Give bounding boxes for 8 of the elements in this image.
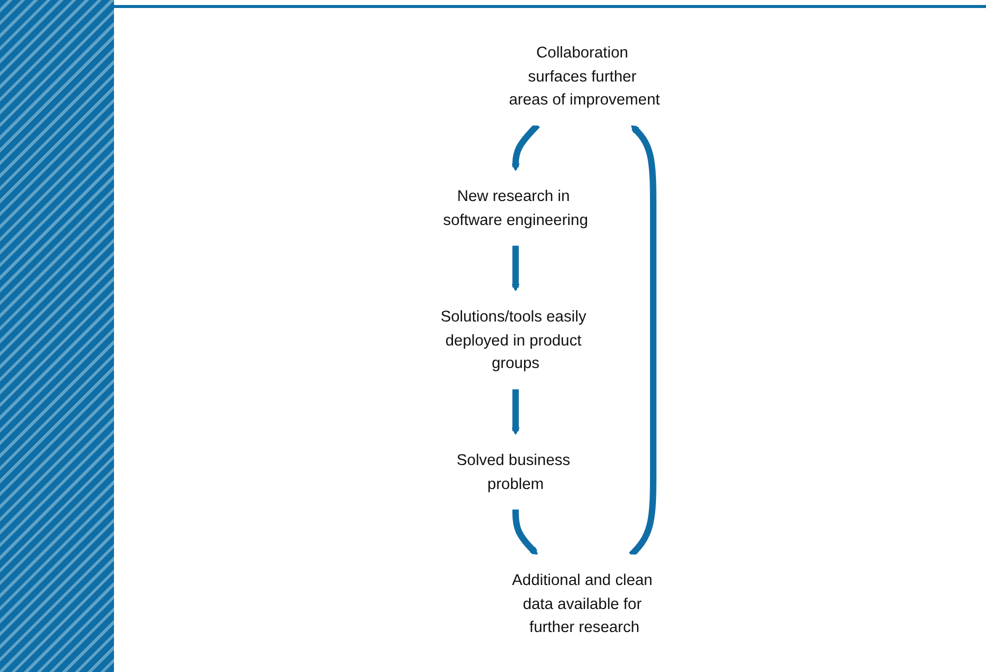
arrow bbox=[512, 509, 538, 556]
node-text: New research in software engineering bbox=[443, 187, 588, 228]
arrow bbox=[512, 245, 520, 292]
node-text: Additional and clean data available for further research bbox=[512, 571, 652, 636]
node-text: Collaboration surfaces further areas of improvement bbox=[508, 44, 660, 108]
node-text: Solved business problem bbox=[456, 451, 570, 492]
arrow bbox=[512, 388, 520, 436]
node-text: Solutions/tools easily deployed in product groups bbox=[440, 308, 586, 372]
